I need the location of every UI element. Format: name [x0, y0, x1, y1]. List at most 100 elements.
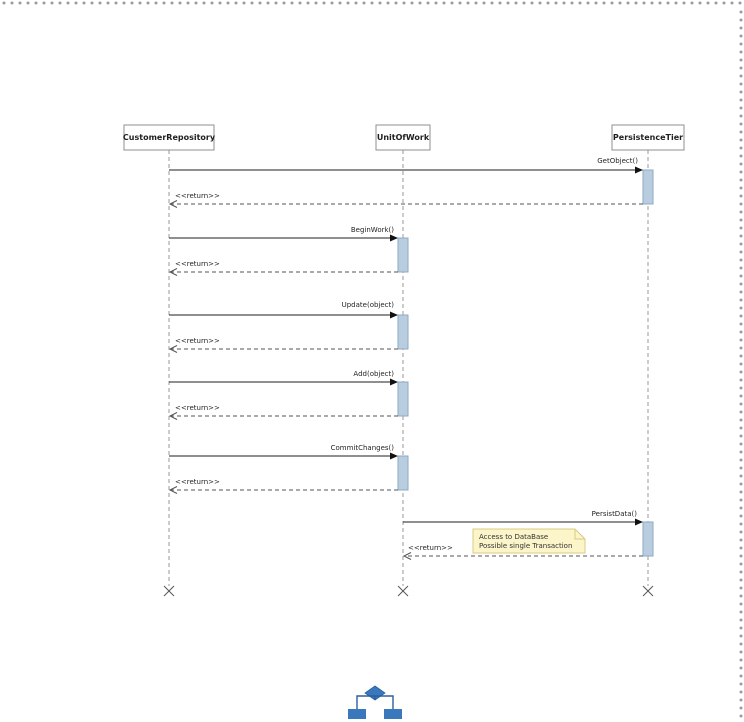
- border-dot: [739, 698, 743, 702]
- return-update-label: <<return>>: [175, 337, 220, 345]
- border-dot: [138, 1, 142, 5]
- return-commitchanges-label: <<return>>: [175, 478, 220, 486]
- border-dot: [739, 330, 743, 334]
- activation-commitchanges: [397, 455, 409, 491]
- border-dot: [739, 298, 743, 302]
- border-dot: [739, 234, 743, 238]
- border-dot: [739, 106, 743, 110]
- border-dot: [739, 250, 743, 254]
- border-dot: [330, 1, 334, 5]
- border-dot: [226, 1, 230, 5]
- border-dot: [739, 690, 743, 694]
- message-add[interactable]: Add(object): [169, 370, 398, 386]
- lifeline-uow[interactable]: UnitOfWork: [375, 124, 431, 151]
- border-dot: [739, 26, 743, 30]
- border-dot: [98, 1, 102, 5]
- border-dot: [739, 394, 743, 398]
- border-dot: [739, 114, 743, 118]
- border-dot: [466, 1, 470, 5]
- border-dot: [739, 458, 743, 462]
- border-dot: [122, 1, 126, 5]
- border-dot: [739, 98, 743, 102]
- return-beginwork[interactable]: <<return>>: [168, 260, 398, 276]
- border-dot: [570, 1, 574, 5]
- flowchart-icon: [348, 685, 402, 719]
- border-dot: [522, 1, 526, 5]
- border-dot: [739, 162, 743, 166]
- border-dot: [682, 1, 686, 5]
- border-dot: [706, 1, 710, 5]
- message-commitchanges[interactable]: CommitChanges(): [169, 444, 398, 460]
- border-dot: [410, 1, 414, 5]
- border-dot: [739, 610, 743, 614]
- border-dot: [739, 202, 743, 206]
- border-dot: [90, 1, 94, 5]
- border-dot: [739, 306, 743, 310]
- border-dot: [738, 1, 742, 5]
- return-commitchanges[interactable]: <<return>>: [168, 478, 398, 494]
- return-getobject-label: <<return>>: [175, 192, 220, 200]
- border-dot: [546, 1, 550, 5]
- border-dot: [739, 226, 743, 230]
- note[interactable]: Access to DataBase Possible single Trans…: [472, 528, 586, 554]
- return-update[interactable]: <<return>>: [168, 337, 398, 353]
- border-dot: [739, 666, 743, 670]
- border-dot: [10, 1, 14, 5]
- lifeline-persistence[interactable]: PersistenceTier: [611, 124, 685, 151]
- message-beginwork[interactable]: BeginWork(): [169, 226, 398, 242]
- lifeline-uow-label: UnitOfWork: [377, 133, 430, 142]
- border-dot: [739, 650, 743, 654]
- border-dot: [739, 410, 743, 414]
- border-dot: [739, 386, 743, 390]
- border-dot: [34, 1, 38, 5]
- border-dot: [739, 682, 743, 686]
- message-update[interactable]: Update(object): [169, 301, 398, 319]
- border-dot: [739, 578, 743, 582]
- border-dot: [354, 1, 358, 5]
- border-dot: [418, 1, 422, 5]
- return-getobject[interactable]: <<return>>: [168, 192, 643, 208]
- lifeline-customer[interactable]: CustomerRepository: [123, 124, 216, 151]
- return-persistdata[interactable]: <<return>>: [402, 544, 643, 560]
- border-dot: [130, 1, 134, 5]
- border-dot: [739, 138, 743, 142]
- border-dot: [282, 1, 286, 5]
- border-dot: [2, 1, 6, 5]
- border-dot: [739, 642, 743, 646]
- destroy-marker-customer: [163, 585, 175, 597]
- border-dot: [739, 506, 743, 510]
- border-dot: [739, 674, 743, 678]
- border-dot: [739, 74, 743, 78]
- message-getobject[interactable]: GetObject(): [169, 157, 643, 174]
- border-dot: [274, 1, 278, 5]
- border-dot: [739, 218, 743, 222]
- border-dot: [370, 1, 374, 5]
- destroy-marker-uow: [397, 585, 409, 597]
- border-dot: [666, 1, 670, 5]
- border-dot: [739, 602, 743, 606]
- border-dot: [714, 1, 718, 5]
- border-dot: [739, 594, 743, 598]
- return-add[interactable]: <<return>>: [168, 404, 398, 420]
- border-dot: [482, 1, 486, 5]
- border-dot: [650, 1, 654, 5]
- border-dot: [642, 1, 646, 5]
- message-persistdata[interactable]: PersistData(): [403, 510, 643, 526]
- border-dot: [322, 1, 326, 5]
- border-dot: [739, 266, 743, 270]
- border-dot: [498, 1, 502, 5]
- message-update-label: Update(object): [342, 301, 395, 309]
- border-dot: [538, 1, 542, 5]
- note-line-1: Access to DataBase: [479, 533, 548, 541]
- border-dot: [739, 90, 743, 94]
- lifeline-customer-label: CustomerRepository: [123, 133, 216, 142]
- border-dot: [490, 1, 494, 5]
- border-dot: [250, 1, 254, 5]
- border-dot: [739, 450, 743, 454]
- border-dot: [739, 370, 743, 374]
- message-add-label: Add(object): [353, 370, 394, 378]
- border-dot: [739, 186, 743, 190]
- border-dot: [739, 178, 743, 182]
- border-dot: [530, 1, 534, 5]
